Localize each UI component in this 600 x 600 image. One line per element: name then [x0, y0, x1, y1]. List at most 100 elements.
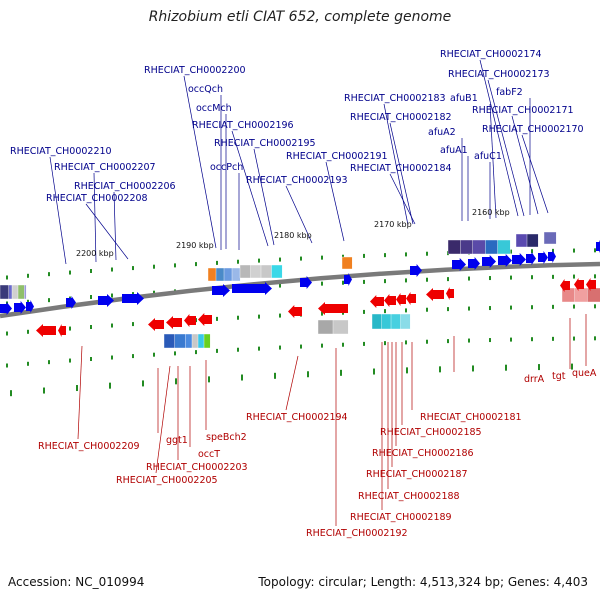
- tick-mark: [384, 309, 386, 314]
- top-gene-label: afuA1: [440, 145, 468, 156]
- domain-block: [163, 333, 176, 349]
- domain-block: [250, 264, 262, 279]
- leader-line: [93, 172, 97, 263]
- reverse-gene-arrow: [370, 295, 384, 308]
- domain-block: [239, 264, 252, 279]
- domain-block: [526, 233, 539, 248]
- leader-line: [253, 148, 275, 246]
- tick-mark: [27, 329, 29, 334]
- tick-mark: [307, 371, 309, 378]
- forward-gene-arrow: [468, 257, 480, 270]
- top-gene-label: RHECIAT_CH0002206: [74, 181, 176, 192]
- leader-line: [389, 122, 414, 225]
- tick-mark: [531, 337, 533, 342]
- tick-mark: [300, 256, 302, 261]
- top-gene-label: RHECIAT_CH0002173: [448, 69, 550, 80]
- tick-mark: [27, 361, 29, 366]
- tick-mark: [216, 260, 218, 265]
- top-gene-label: RHECIAT_CH0002208: [46, 193, 148, 204]
- tick-mark: [405, 252, 407, 257]
- tick-mark: [279, 345, 281, 350]
- reverse-gene-arrow: [446, 287, 454, 300]
- tick-mark: [510, 249, 512, 254]
- domain-block: [341, 256, 353, 270]
- leader-line: [183, 75, 217, 249]
- tick-mark: [69, 326, 71, 331]
- tick-mark: [342, 254, 344, 259]
- tick-mark: [439, 366, 441, 373]
- tick-mark: [552, 248, 554, 253]
- scale-label: 2170 kbp: [374, 220, 412, 229]
- reverse-gene-arrow: [288, 305, 302, 318]
- tick-mark: [426, 277, 428, 282]
- tick-mark: [340, 369, 342, 376]
- reverse-gene-arrow: [406, 292, 416, 305]
- top-gene-label: afuB1: [450, 93, 478, 104]
- forward-gene-arrow: [66, 296, 76, 309]
- tick-mark: [472, 365, 474, 372]
- tick-mark: [426, 251, 428, 256]
- domain-block: [17, 284, 25, 300]
- top-gene-label: RHECIAT_CH0002196: [192, 120, 294, 131]
- domain-block: [332, 319, 349, 335]
- forward-gene-arrow: [452, 258, 466, 271]
- tick-mark: [174, 351, 176, 356]
- leader-line: [231, 130, 269, 247]
- top-gene-label: RHECIAT_CH0002184: [350, 163, 452, 174]
- leader-line: [389, 173, 416, 225]
- tick-mark: [76, 385, 78, 392]
- tick-mark: [552, 304, 554, 309]
- bottom-gene-label: tgt: [552, 371, 566, 382]
- tick-mark: [510, 275, 512, 280]
- tick-mark: [90, 357, 92, 362]
- bottom-gene-label: occT: [198, 449, 220, 460]
- scale-label: 2200 kbp: [76, 249, 114, 258]
- forward-gene-arrow: [232, 282, 272, 295]
- tick-mark: [216, 316, 218, 321]
- tick-mark: [363, 279, 365, 284]
- tick-mark: [174, 263, 176, 268]
- domain-block: [543, 231, 557, 245]
- domain-block: [390, 313, 402, 330]
- bottom-gene-label: RHECIAT_CH0002203: [146, 462, 248, 473]
- domain-block: [207, 267, 217, 282]
- domain-block: [515, 233, 528, 248]
- bottom-gene-label: RHECIAT_CH0002187: [366, 469, 468, 480]
- top-gene-label: RHECIAT_CH0002193: [246, 175, 348, 186]
- reverse-gene-arrow: [166, 316, 182, 329]
- accession-text: Accession: NC_010994: [8, 575, 145, 589]
- tick-mark: [406, 367, 408, 374]
- tick-mark: [573, 248, 575, 253]
- forward-gene-arrow: [0, 302, 12, 315]
- domain-block: [485, 239, 499, 255]
- forward-gene-arrow: [512, 253, 526, 266]
- tick-mark: [489, 338, 491, 343]
- top-gene-label: RHECIAT_CH0002170: [482, 124, 584, 135]
- top-gene-labels: RHECIAT_CH0002200occQchoccMchRHECIAT_CH0…: [10, 49, 584, 204]
- tick-mark: [489, 306, 491, 311]
- bottom-gene-labels: RHECIAT_CH0002209ggt1occTspeBch2RHECIAT_…: [38, 368, 597, 539]
- bottom-gene-label: queA: [572, 368, 597, 379]
- bottom-gene-label: drrA: [524, 374, 545, 385]
- tick-mark: [373, 368, 375, 375]
- leader-line: [85, 203, 129, 260]
- tick-mark: [571, 363, 573, 370]
- forward-gene-arrow: [410, 264, 422, 277]
- reverse-gene-arrow: [148, 318, 164, 331]
- tick-mark: [48, 298, 50, 303]
- forward-gene-arrow: [26, 300, 34, 313]
- tick-mark: [195, 350, 197, 355]
- tick-mark: [342, 280, 344, 285]
- tick-mark: [363, 341, 365, 346]
- tick-mark: [342, 342, 344, 347]
- tick-mark: [153, 352, 155, 357]
- tick-mark: [363, 309, 365, 314]
- leader-line: [489, 103, 497, 219]
- bottom-gene-label: RHECIAT_CH0002188: [358, 491, 460, 502]
- tick-mark: [489, 276, 491, 281]
- leader-line: [521, 134, 549, 214]
- top-gene-label: RHECIAT_CH0002207: [54, 162, 156, 173]
- domain-block: [197, 333, 205, 349]
- leader-line: [285, 355, 299, 411]
